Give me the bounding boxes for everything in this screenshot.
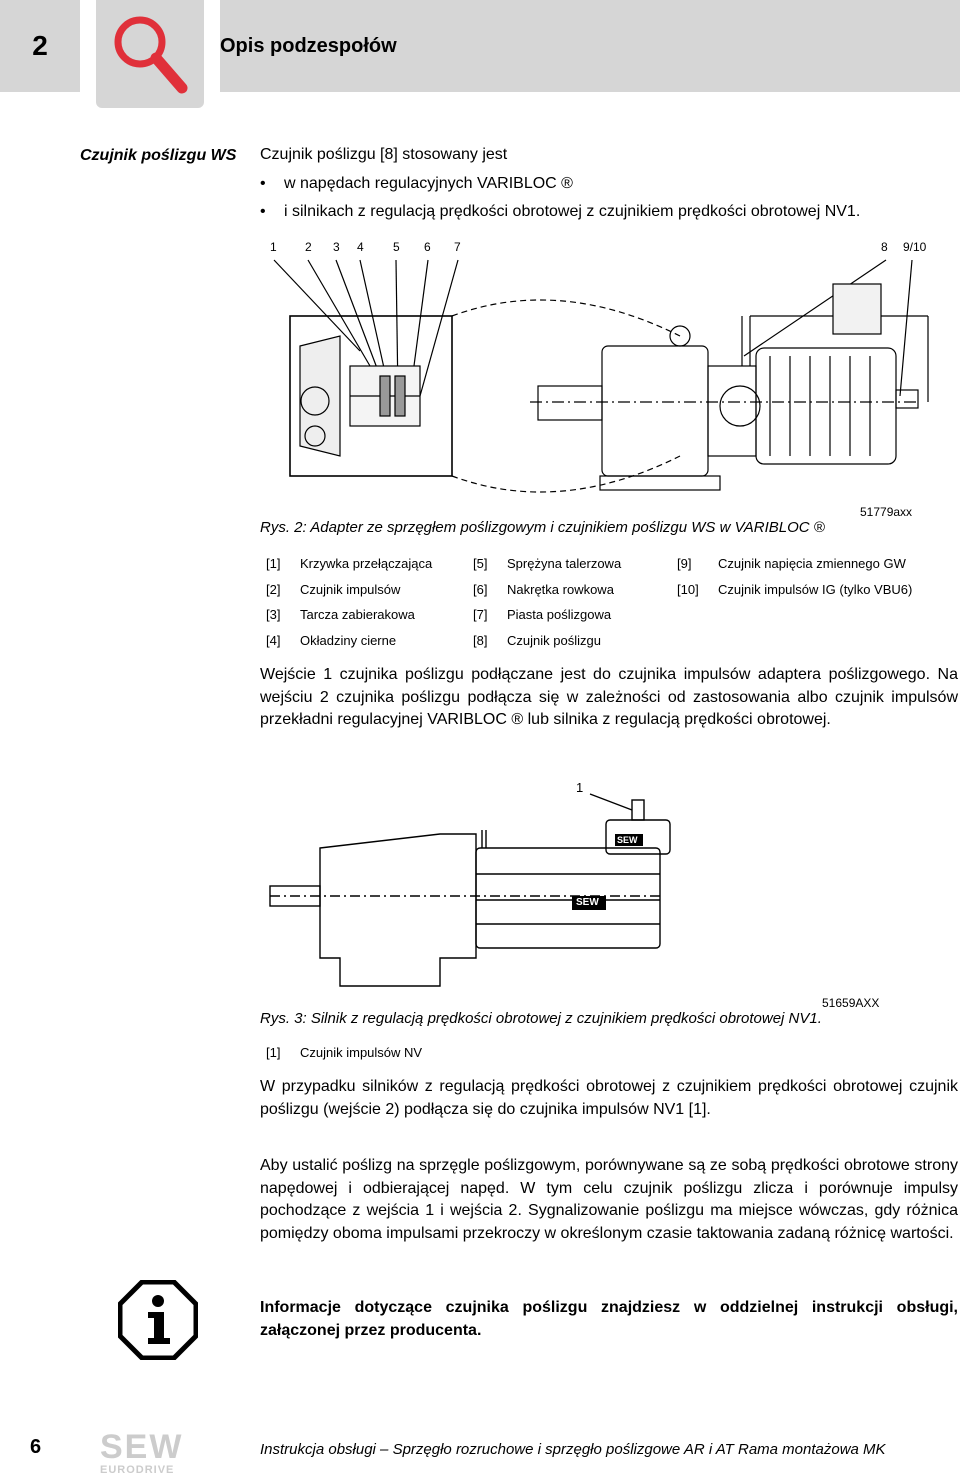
legend-key: [10] [677, 582, 699, 597]
legend-key: [9] [677, 556, 692, 571]
legend-value: Krzywka przełączająca [300, 556, 433, 571]
legend-value: Czujnik impulsów IG (tylko VBU6) [718, 582, 913, 597]
logo-bottom: EURODRIVE [100, 1464, 175, 1476]
company-logo: SEW EURODRIVE [100, 1430, 206, 1479]
legend-key: [8] [473, 633, 488, 648]
legend-value: Tarcza zabierakowa [300, 607, 415, 622]
callout-number: 6 [424, 240, 431, 254]
legend-value: Czujnik napięcia zmiennego GW [718, 556, 906, 571]
legend-key: [7] [473, 607, 488, 622]
legend-key: [2] [266, 582, 281, 597]
callout-number: 2 [305, 240, 312, 254]
figure1-drawing [273, 259, 929, 493]
legend-key: [1] [266, 556, 281, 571]
chapter-title-bar: Opis podzespołów [220, 0, 960, 92]
figure1-legend: [1] Krzywka przełączająca [2] Czujnik im… [0, 556, 960, 656]
figure2-caption: Rys. 3: Silnik z regulacją prędkości obr… [260, 1010, 822, 1027]
logo-top: SEW [100, 1430, 184, 1466]
callout-number: 7 [454, 240, 461, 254]
legend-key: [6] [473, 582, 488, 597]
callout-number: 4 [357, 240, 364, 254]
legend-value: Sprężyna talerzowa [507, 556, 622, 571]
page-number: 6 [30, 1436, 42, 1458]
figure2-code: 51659AXX [822, 996, 880, 1010]
legend-value: Piasta poślizgowa [507, 607, 612, 622]
callout-number: 3 [333, 240, 340, 254]
paragraph-inputs: Wejście 1 czujnika poślizgu podłączane j… [260, 666, 958, 728]
figure1-code: 51779axx [860, 505, 913, 519]
info-icon [118, 1280, 198, 1360]
legend-key: [1] [266, 1045, 281, 1060]
legend-value: Czujnik poślizgu [507, 633, 601, 648]
legend-value: Czujnik impulsów NV [300, 1045, 423, 1060]
legend-key: [5] [473, 556, 488, 571]
brand-small: SEW [617, 835, 638, 845]
figure2-callout: 1 [576, 780, 584, 795]
paragraph-slip: Aby ustalić poślizg na sprzęgle poślizgo… [260, 1157, 958, 1242]
figure2-legend: [1] Czujnik impulsów NV [0, 1045, 960, 1063]
intro-text: Czujnik poślizgu [8] stosowany jest [260, 146, 508, 163]
callout-number: 8 [881, 240, 888, 254]
footer-text: Instrukcja obsługi – Sprzęgło rozruchowe… [260, 1441, 886, 1458]
paragraph-nv1: W przypadku silników z regulacją prędkoś… [260, 1078, 958, 1118]
bullet-item: •w napędach regulacyjnych VARIBLOC ® [260, 175, 573, 192]
chapter-icon-box [96, 0, 204, 108]
brand-large: SEW [576, 897, 599, 908]
info-text: Informacje dotyczące czujnika poślizgu z… [260, 1299, 958, 1339]
legend-key: [4] [266, 633, 281, 648]
chapter-title: Opis podzespołów [220, 34, 397, 57]
figure1-callouts: 1 2 3 4 5 6 7 8 9/10 [0, 240, 960, 256]
legend-value: Okładziny cierne [300, 633, 397, 648]
figure2-drawing [269, 793, 671, 987]
magnifier-icon [114, 16, 188, 94]
figure1-caption: Rys. 2: Adapter ze sprzęgłem poślizgowym… [260, 519, 825, 536]
legend-value: Czujnik impulsów [300, 582, 401, 597]
chapter-number: 2 [0, 0, 80, 92]
bullet-item: •i silnikach z regulacją prędkości obrot… [260, 203, 861, 220]
callout-number: 9/10 [903, 240, 927, 254]
callout-number: 1 [270, 240, 277, 254]
legend-key: [3] [266, 607, 281, 622]
section-side-heading: Czujnik poślizgu WS [80, 147, 237, 164]
legend-value: Nakrętka rowkowa [507, 582, 614, 597]
callout-number: 5 [393, 240, 400, 254]
